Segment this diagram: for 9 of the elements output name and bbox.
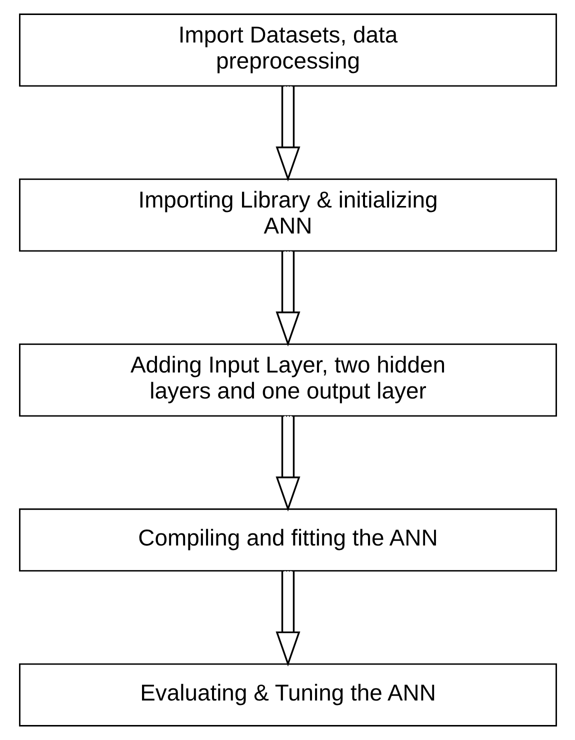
arrow bbox=[275, 86, 300, 182]
arrow bbox=[275, 571, 300, 666]
node-box: Compiling and fitting the ANN bbox=[18, 508, 556, 572]
node-box: Adding Input Layer, two hidden layers and one output layer bbox=[18, 343, 556, 417]
arrow bbox=[275, 251, 300, 346]
node-box: Evaluating & Tuning the ANN bbox=[18, 663, 556, 726]
node-box: Importing Library & initializing ANN bbox=[18, 178, 556, 252]
node-box: Import Datasets, data preprocessing bbox=[18, 14, 556, 87]
arrow bbox=[275, 416, 300, 512]
